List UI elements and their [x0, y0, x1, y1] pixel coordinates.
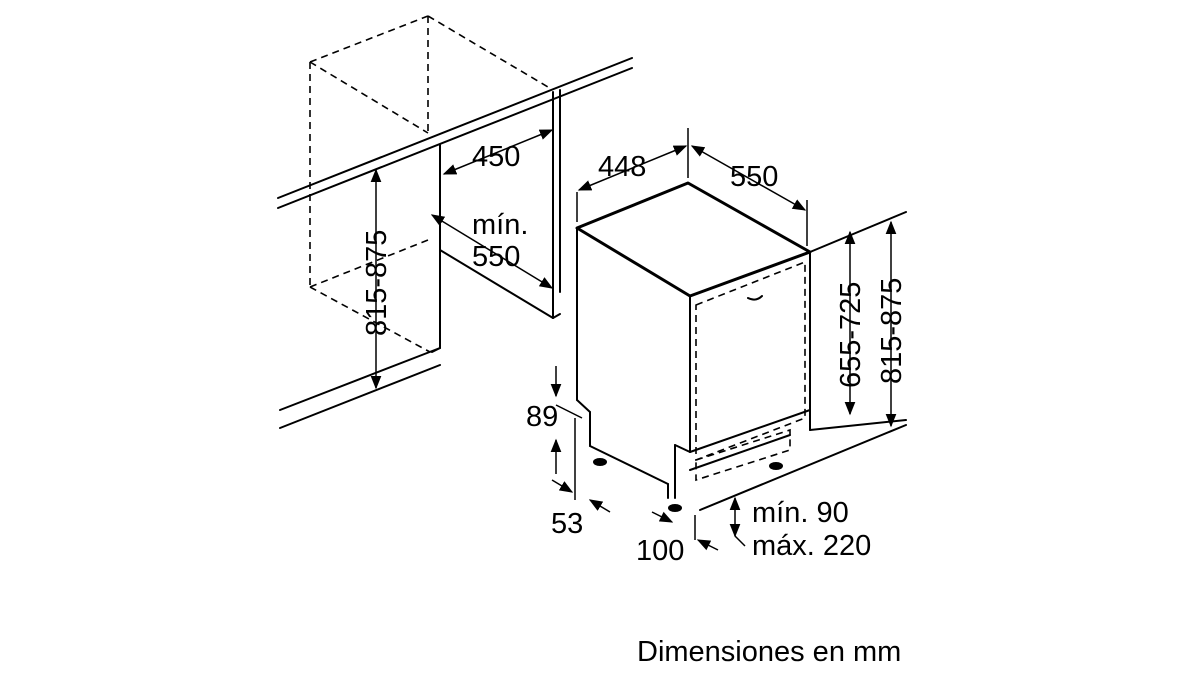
foot-offset-label: 53	[551, 508, 583, 540]
plinth-max-label: máx. 220	[752, 530, 871, 562]
niche-min-width-label-line1: mín.	[472, 209, 528, 241]
door-height-label: 655-725	[835, 282, 867, 388]
niche-height-label: 815-875	[361, 230, 393, 336]
niche-min-width-label-line2: 550	[472, 241, 520, 273]
appliance-width-label: 448	[598, 151, 646, 183]
dishwasher-body	[575, 181, 812, 512]
plinth-min-label: mín. 90	[752, 497, 849, 529]
total-height-label: 815-875	[876, 278, 908, 384]
base-height-label: 89	[526, 401, 558, 433]
dimension-lines	[370, 128, 897, 551]
appliance-depth-label: 550	[730, 161, 778, 193]
kitchen-counter	[277, 57, 633, 429]
upper-cabinet-outline	[309, 15, 549, 353]
front-offset-label: 100	[636, 535, 684, 567]
units-caption: Dimensiones en mm	[637, 636, 902, 668]
niche-depth-label: 450	[472, 141, 520, 173]
